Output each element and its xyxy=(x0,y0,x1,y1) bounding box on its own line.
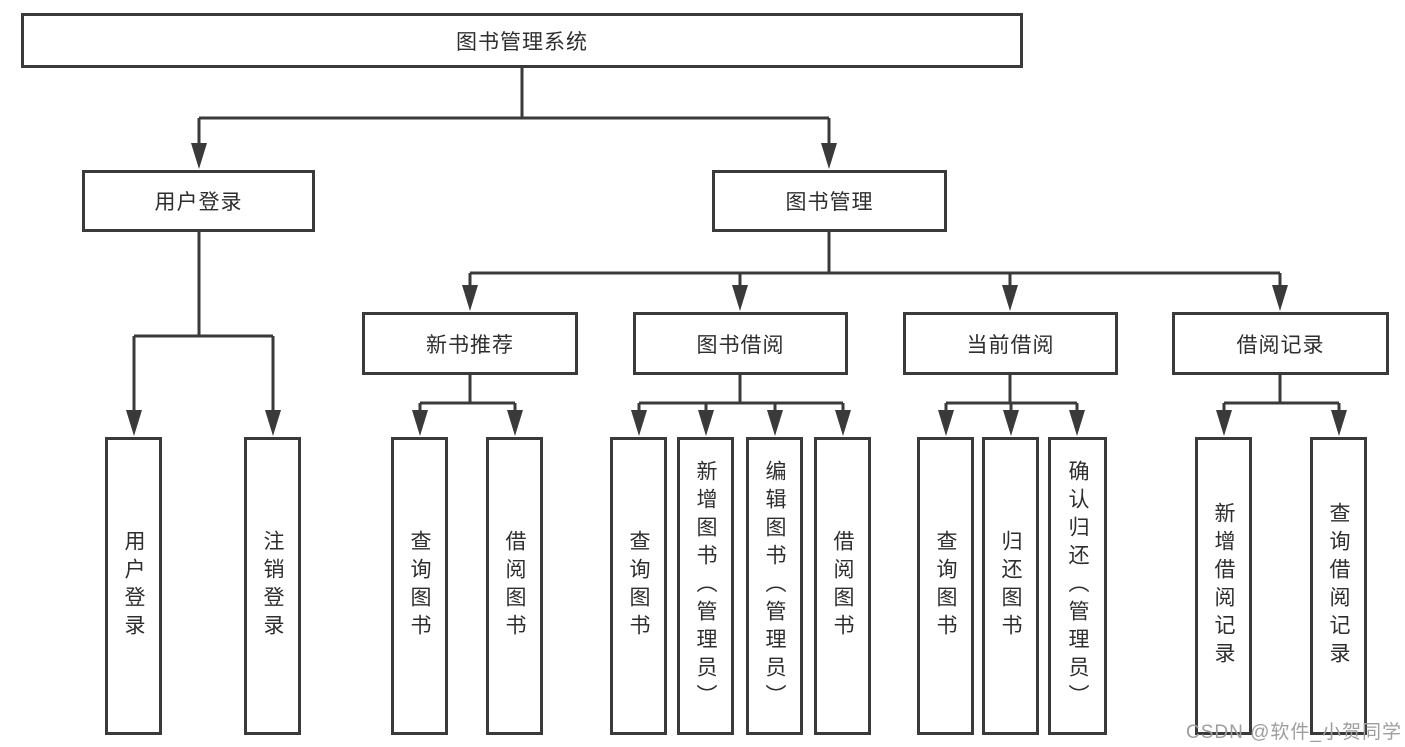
arrowhead xyxy=(507,410,523,436)
leaf-user-login: 用户登录 xyxy=(105,437,162,735)
node-book-management: 图书管理 xyxy=(712,170,947,232)
leaf-add-borrow-record: 新增借阅记录 xyxy=(1195,437,1252,735)
leaf-label: 查询图书 xyxy=(934,530,957,642)
leaf-query-borrow-record: 查询借阅记录 xyxy=(1310,437,1367,735)
arrowhead xyxy=(835,410,851,436)
connector-new-book-to-leaves xyxy=(412,375,523,436)
arrowhead xyxy=(1003,410,1019,436)
leaf-label: 新增借阅记录 xyxy=(1212,502,1235,670)
arrowhead xyxy=(265,410,281,436)
connector-borrow-rec-to-leaves xyxy=(1216,375,1347,436)
node-label: 图书管理系统 xyxy=(456,30,588,54)
leaf-logout: 注销登录 xyxy=(244,437,301,735)
leaf-label: 新增图书（管理员） xyxy=(694,460,717,712)
connector-book-mgmt-to-level3 xyxy=(462,232,1288,311)
leaf-label: 借阅图书 xyxy=(503,530,526,642)
arrowhead xyxy=(462,285,478,311)
leaf-query-books-recommend: 查询图书 xyxy=(391,437,448,735)
connector-cur-borrow-to-leaves xyxy=(938,375,1085,436)
node-root-system: 图书管理系统 xyxy=(21,13,1023,68)
leaf-borrow-books-recommend: 借阅图书 xyxy=(486,437,543,735)
arrowhead xyxy=(1069,410,1085,436)
arrowhead xyxy=(698,410,714,436)
leaf-add-book-admin: 新增图书（管理员） xyxy=(677,437,734,735)
leaf-label: 用户登录 xyxy=(122,530,145,642)
leaf-query-books-borrowing: 查询图书 xyxy=(610,437,667,735)
arrowhead xyxy=(1216,410,1232,436)
leaf-label: 编辑图书（管理员） xyxy=(763,460,786,712)
node-borrowing-records: 借阅记录 xyxy=(1172,312,1389,375)
leaf-edit-book-admin: 编辑图书（管理员） xyxy=(746,437,803,735)
leaf-label: 查询图书 xyxy=(408,530,431,642)
csdn-watermark: CSDN @软件_小贺同学 xyxy=(1186,722,1402,743)
arrowhead xyxy=(938,410,954,436)
node-user-login: 用户登录 xyxy=(82,170,315,232)
node-label: 借阅记录 xyxy=(1236,333,1325,357)
arrowhead xyxy=(412,410,428,436)
leaf-label: 查询图书 xyxy=(627,530,650,642)
leaf-label: 借阅图书 xyxy=(831,530,854,642)
node-label: 图书管理 xyxy=(785,191,874,214)
leaf-label: 查询借阅记录 xyxy=(1327,502,1350,670)
node-label: 当前借阅 xyxy=(966,333,1055,357)
leaf-confirm-return-admin: 确认归还（管理员） xyxy=(1048,437,1107,735)
connector-book-borrow-to-leaves xyxy=(631,375,851,436)
arrowhead xyxy=(631,410,647,436)
arrowhead xyxy=(732,285,748,311)
leaf-query-books-current: 查询图书 xyxy=(917,437,974,735)
arrowhead xyxy=(1002,285,1018,311)
connector-user-login-to-leaves xyxy=(126,232,281,436)
leaf-return-book: 归还图书 xyxy=(982,437,1039,735)
arrowhead xyxy=(767,410,783,436)
node-label: 图书借阅 xyxy=(696,333,785,357)
leaf-borrow-books-borrowing: 借阅图书 xyxy=(814,437,871,735)
node-book-borrowing: 图书借阅 xyxy=(633,312,848,375)
connector-root-to-level2 xyxy=(191,68,837,169)
leaf-label: 确认归还（管理员） xyxy=(1066,460,1089,712)
node-new-book-recommendation: 新书推荐 xyxy=(362,312,578,375)
leaf-label: 注销登录 xyxy=(261,530,284,642)
arrowhead xyxy=(1272,285,1288,311)
arrowhead xyxy=(126,410,142,436)
arrowhead xyxy=(1331,410,1347,436)
node-current-borrowing: 当前借阅 xyxy=(903,312,1118,375)
leaf-label: 归还图书 xyxy=(999,530,1022,642)
arrowhead xyxy=(821,143,837,169)
node-label: 用户登录 xyxy=(154,191,243,214)
arrowhead xyxy=(191,143,207,169)
node-label: 新书推荐 xyxy=(426,333,514,357)
